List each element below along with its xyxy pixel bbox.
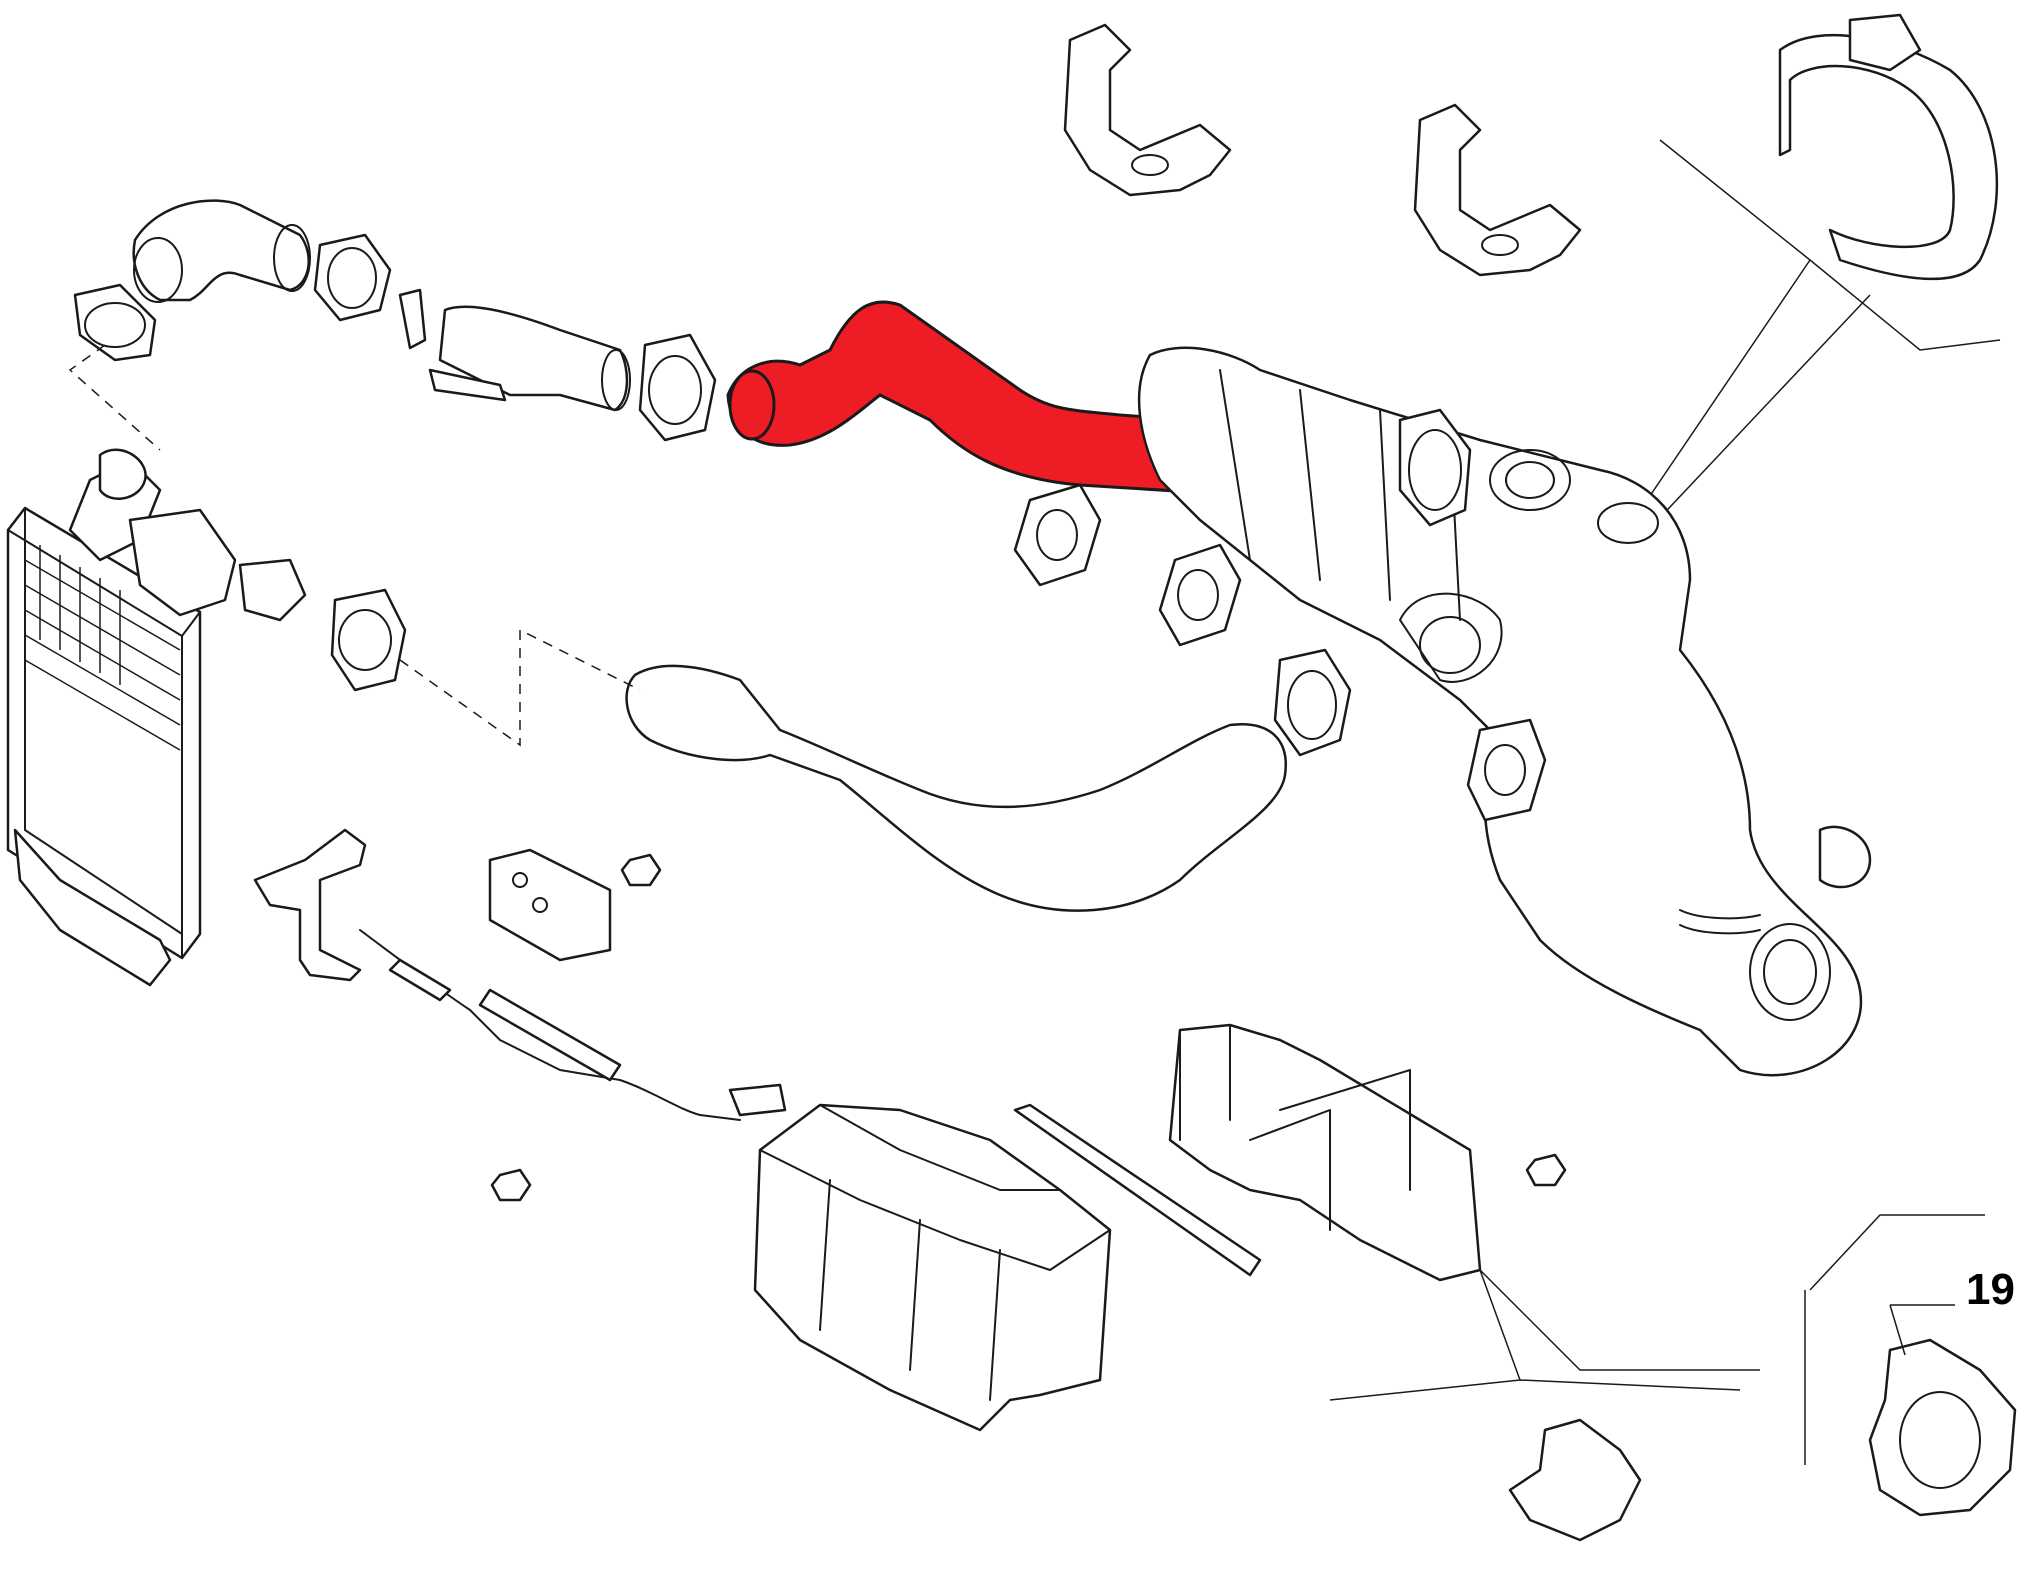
- hose-end-opening: [728, 369, 776, 441]
- dashed-leader-lines: [68, 344, 641, 747]
- callout-number: 19: [1966, 1265, 2015, 1314]
- mounting-bracket-assembly: [1168, 1023, 1482, 1282]
- hose-elbow-upper-left: [73, 199, 427, 362]
- leader-lines-top-right: [1619, 139, 2001, 561]
- sensor-and-cable: [253, 828, 1567, 1202]
- leader-lines-bottom: [1329, 1269, 1760, 1401]
- lower-charge-air-hose: [625, 664, 1287, 912]
- callout-clip-19: [1804, 1214, 2017, 1517]
- top-brackets: [1063, 13, 1999, 281]
- intake-pipe-bracket: [428, 305, 717, 442]
- heat-shield-cover: [753, 1103, 1112, 1432]
- right-hose-clamps: [1273, 408, 1472, 757]
- bottom-clip: [1508, 1418, 1642, 1542]
- intercooler: [6, 448, 307, 987]
- turbo-manifold-assembly: [1013, 346, 1872, 1077]
- clamp-left-middle: [330, 588, 407, 692]
- mounting-rail: [1013, 1103, 1262, 1277]
